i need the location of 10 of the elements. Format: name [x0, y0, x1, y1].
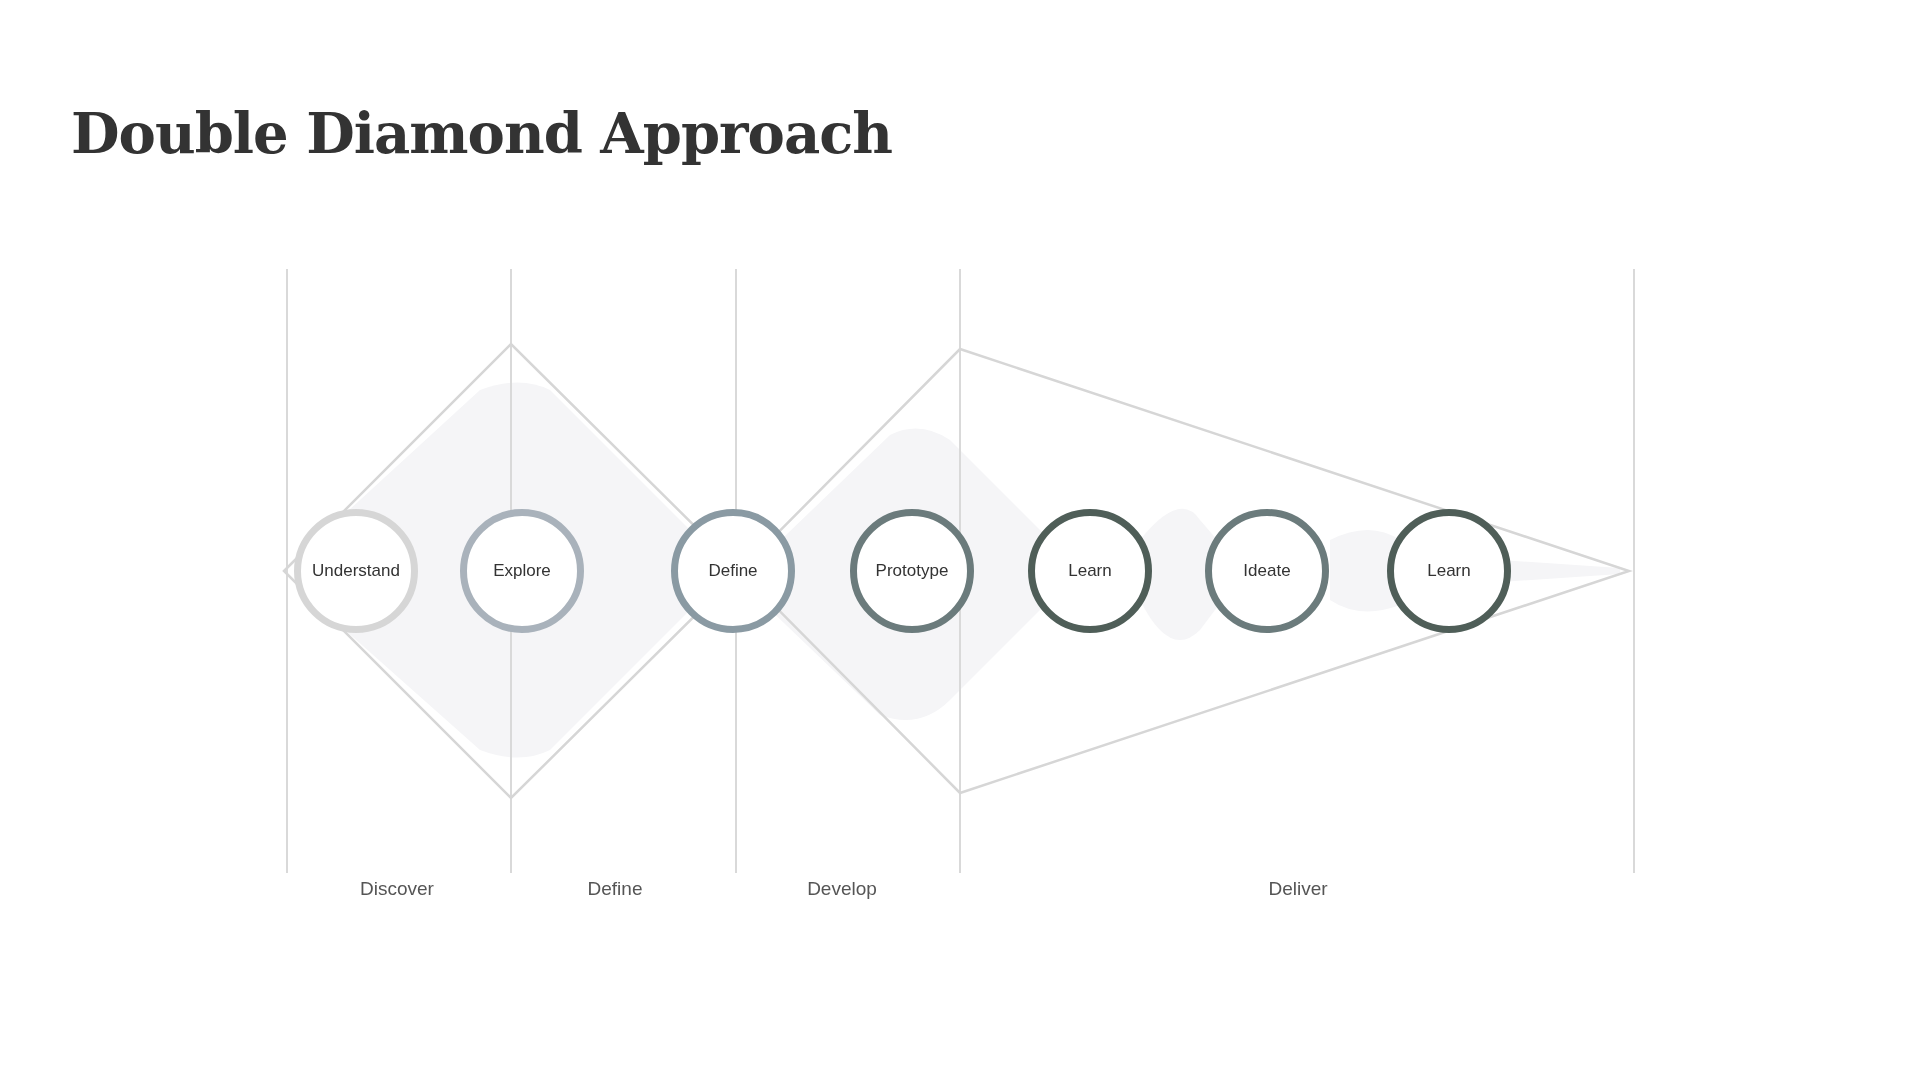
- step-circle: Define: [671, 509, 795, 633]
- phase-label: Deliver: [1268, 878, 1328, 900]
- step-circle: Learn: [1387, 509, 1511, 633]
- phase-label: Discover: [360, 878, 434, 900]
- phase-label: Develop: [807, 878, 877, 900]
- step-circle: Ideate: [1205, 509, 1329, 633]
- phase-label: Define: [587, 878, 643, 900]
- step-circle: Learn: [1028, 509, 1152, 633]
- title: Double Diamond Approach: [71, 100, 892, 166]
- step-circle: Understand: [294, 509, 418, 633]
